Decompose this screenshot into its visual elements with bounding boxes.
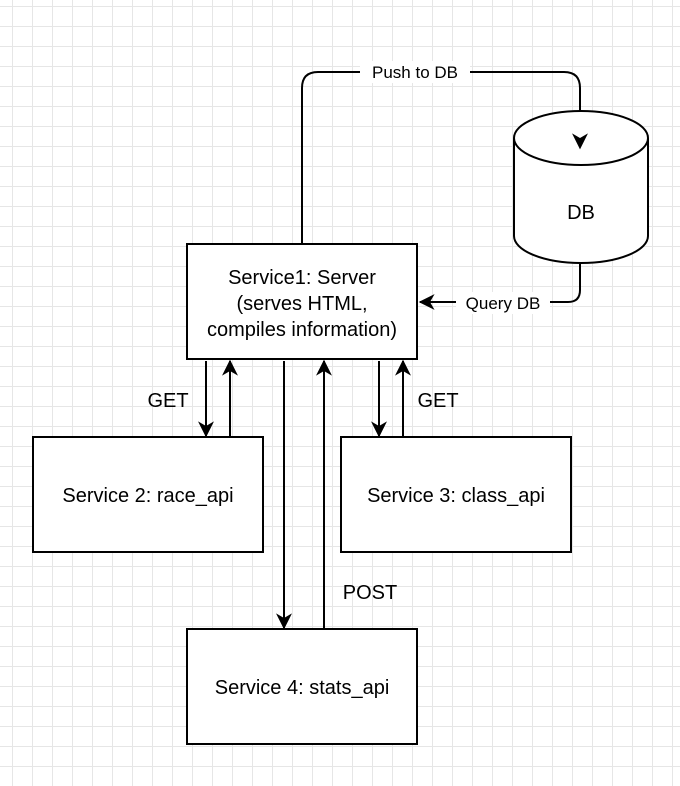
class-api-label: Service 3: class_api [367,485,545,507]
race-api-label: Service 2: race_api [62,485,233,507]
edge-label-query-db: Query DB [466,294,541,313]
edge-label-race-get: GET [147,390,188,412]
edge-query-db: Query DB [418,264,581,314]
race-api-node: Service 2: race_api [32,436,264,553]
edge-push-to-db: Push to DB [301,61,588,244]
db-node: DB [513,110,649,264]
edge-label-stats-post: POST [343,582,397,604]
server-label-line2: (serves HTML, [236,293,367,315]
stats-api-node: Service 4: stats_api [186,628,418,745]
server-node: Service1: Server (serves HTML, compiles … [186,243,418,360]
db-label: DB [567,202,595,224]
server-label-line1: Service1: Server [228,267,376,289]
server-label-line3: compiles information) [207,319,397,341]
edge-stats: POST [276,359,397,630]
edge-label-class-get: GET [417,390,458,412]
stats-api-label: Service 4: stats_api [215,677,390,699]
edge-race-get: GET [147,359,238,438]
edge-class-get: GET [371,359,459,438]
edge-label-push-to-db: Push to DB [372,63,458,82]
class-api-node: Service 3: class_api [340,436,572,553]
